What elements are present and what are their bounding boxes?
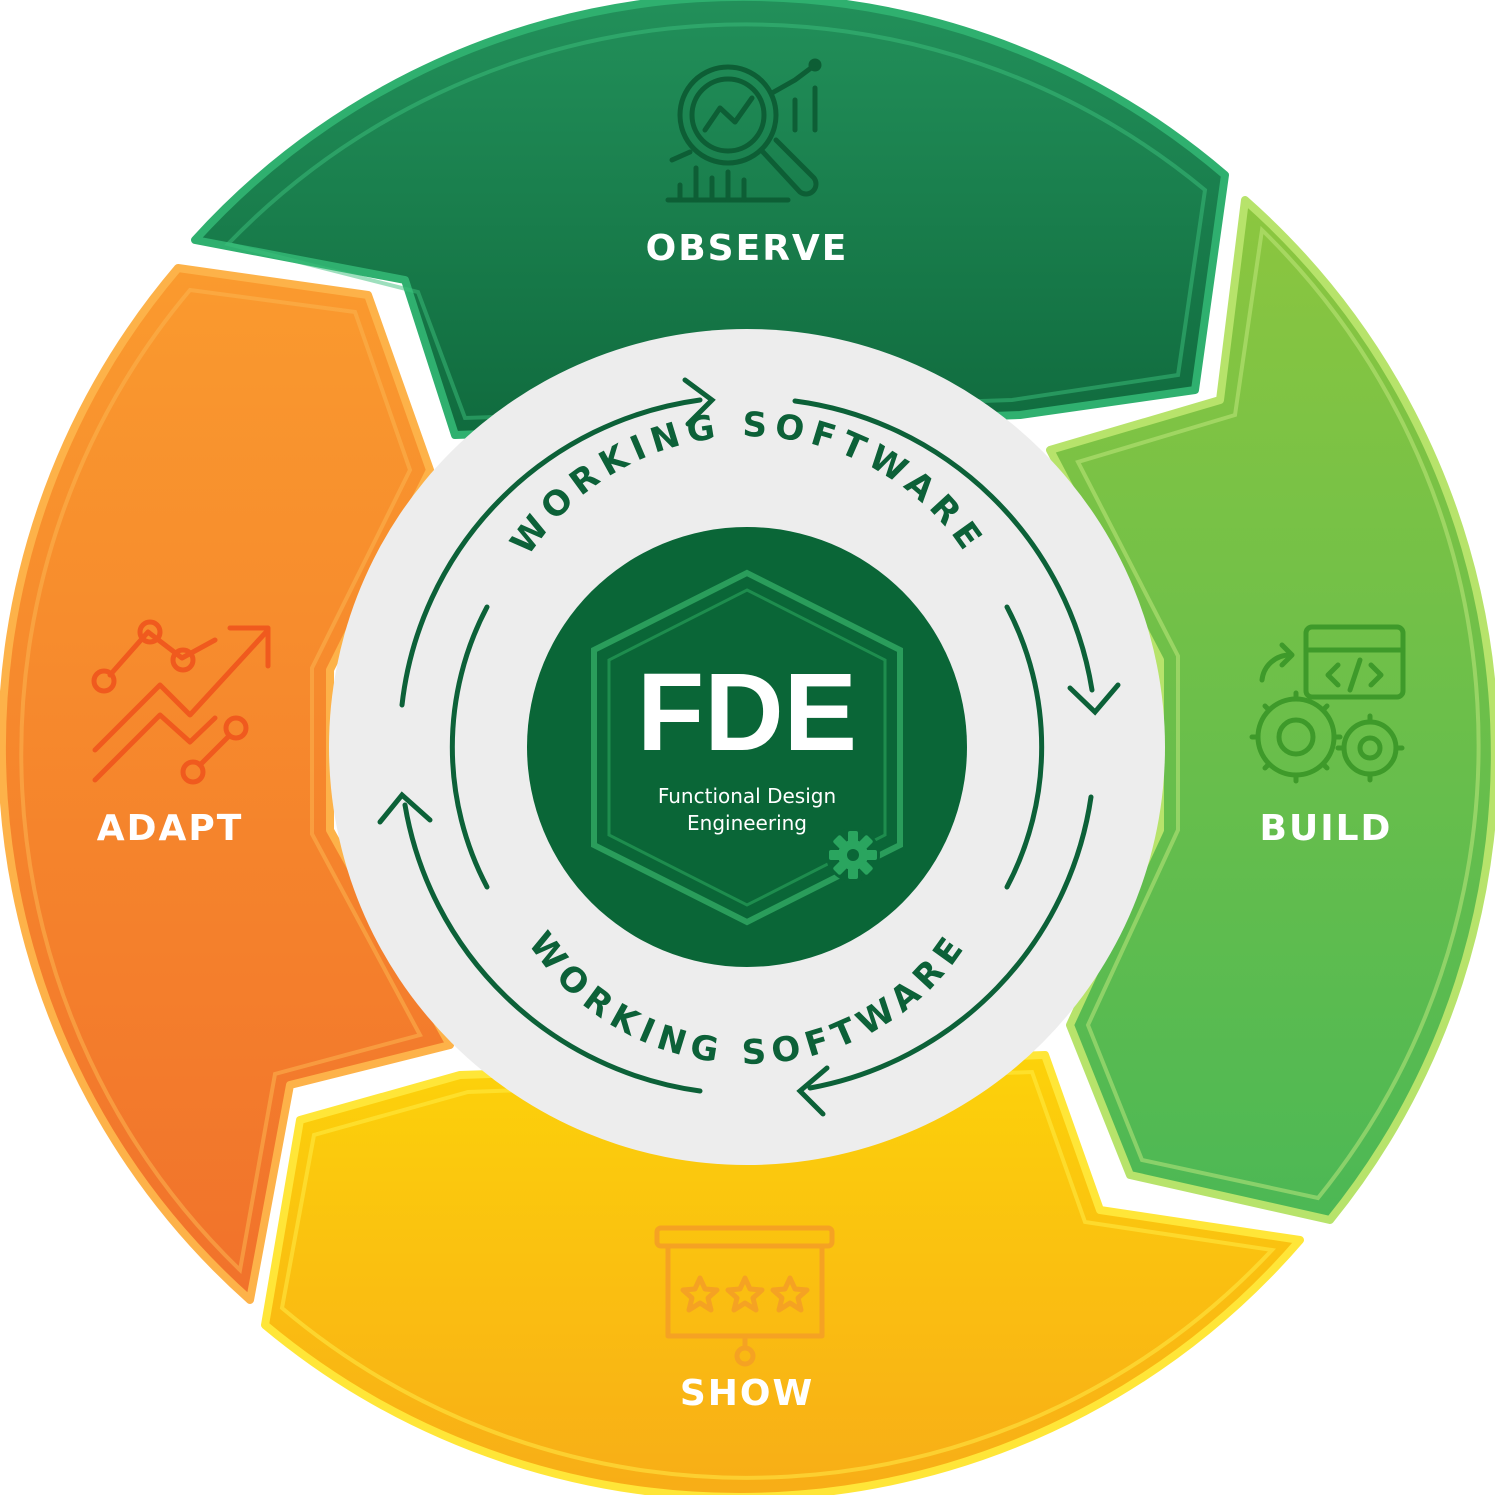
segment-label-build: BUILD [1260,808,1393,849]
arrowhead-right [1067,682,1121,716]
arrowhead-left [377,791,433,825]
magnifier-chart-icon [665,58,822,203]
trend-arrows-icon [91,619,271,785]
segment-label-show: SHOW [680,1373,814,1414]
arrowhead-top [682,377,716,427]
arrowhead-bottom [796,1065,830,1117]
hexagon-outline [591,569,903,926]
inner-arcs [449,604,1045,890]
center-subtitle-line2: Engineering [687,811,807,835]
segment-label-adapt: ADAPT [97,808,244,849]
presentation-stars-icon [654,1225,835,1367]
segment-observe[interactable] [191,0,1229,439]
center-title: FDE [637,651,857,774]
arrow-arc-top-left [399,397,703,708]
code-gears-icon [1249,624,1406,784]
gear-icon [826,828,880,882]
cycle-arrows [377,377,1121,1117]
segment-adapt[interactable] [0,264,454,1304]
arrow-arc-top-right [792,398,1095,693]
segment-show[interactable] [261,1051,1304,1495]
arrow-arc-bottom-right [807,794,1094,1091]
center-subtitle-line1: Functional Design [658,784,836,808]
center-badge: FDE Functional Design Engineering [527,527,967,967]
arrow-arc-bottom-left [402,802,703,1094]
segment-label-observe: OBSERVE [646,228,849,269]
